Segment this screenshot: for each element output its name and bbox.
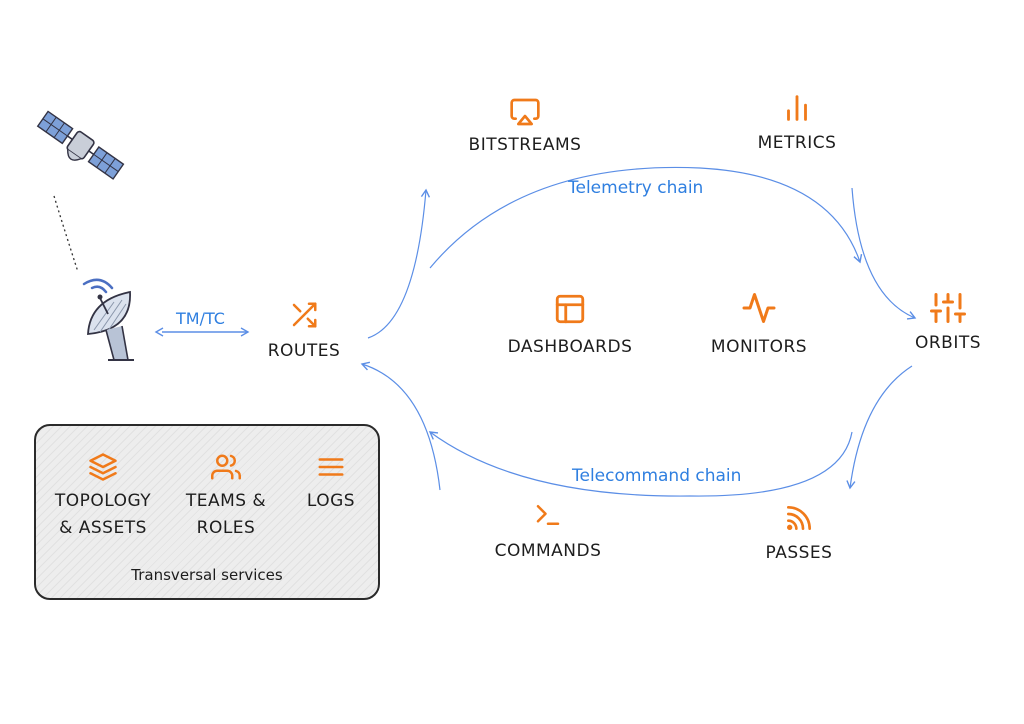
telecommand-chain-label: Telecommand chain xyxy=(572,466,742,486)
routes-label: ROUTES xyxy=(267,341,341,361)
topology-label-line1: TOPOLOGY xyxy=(54,491,152,511)
orbits-to-passes-arrow xyxy=(846,365,913,490)
teams-label-line2: ROLES xyxy=(196,518,256,538)
metrics-node[interactable]: METRICS xyxy=(744,90,850,157)
activity-icon xyxy=(742,293,776,323)
transversal-services-caption: Transversal services xyxy=(131,566,283,584)
dashboards-label: DASHBOARDS xyxy=(507,337,633,357)
dashboards-node[interactable]: DASHBOARDS xyxy=(494,292,646,361)
telemetry-chain-arc xyxy=(429,166,863,269)
ground-antenna-icon xyxy=(82,278,134,361)
teams-label-line1: TEAMS & xyxy=(185,491,267,511)
routes-to-telemetry-arrow xyxy=(367,188,431,339)
bitstreams-node[interactable]: BITSTREAMS xyxy=(452,96,598,159)
terminal-icon xyxy=(536,505,560,525)
topology-label-line2: & ASSETS xyxy=(59,518,147,538)
commands-node[interactable]: COMMANDS xyxy=(480,500,616,565)
signal-waves-icon xyxy=(787,506,811,530)
topology-assets-node[interactable]: TOPOLOGY & ASSETS xyxy=(46,452,160,542)
passes-label: PASSES xyxy=(765,543,833,563)
sliders-icon xyxy=(930,293,966,323)
airplay-icon xyxy=(510,98,540,126)
monitors-node[interactable]: MONITORS xyxy=(700,290,818,361)
layout-icon xyxy=(555,294,585,324)
bar-chart-icon xyxy=(787,95,807,121)
satellite-downlink-line xyxy=(53,195,79,273)
metrics-label: METRICS xyxy=(757,133,837,153)
tmtc-link-label: TM/TC xyxy=(176,309,225,328)
layers-icon xyxy=(89,453,117,481)
logs-label: LOGS xyxy=(306,491,356,511)
routes-node[interactable]: ROUTES xyxy=(256,300,352,365)
monitors-label: MONITORS xyxy=(710,337,808,357)
menu-lines-icon xyxy=(318,458,344,476)
orbits-label: ORBITS xyxy=(914,333,982,353)
shuffle-icon xyxy=(292,302,317,328)
users-icon xyxy=(211,454,241,480)
logs-node[interactable]: LOGS xyxy=(294,452,368,515)
metrics-to-orbits-arrow xyxy=(851,187,917,320)
transversal-services-panel: TOPOLOGY & ASSETS TEAMS & ROLES LOGS Tra… xyxy=(34,424,380,600)
commands-to-routes-arrow xyxy=(360,361,441,491)
orbits-node[interactable]: ORBITS xyxy=(902,290,994,357)
teams-roles-node[interactable]: TEAMS & ROLES xyxy=(174,452,278,542)
passes-node[interactable]: PASSES xyxy=(748,502,850,567)
bitstreams-label: BITSTREAMS xyxy=(468,135,582,155)
satellite-icon xyxy=(36,110,125,180)
telecommand-chain-arc xyxy=(428,431,853,497)
telemetry-chain-label: Telemetry chain xyxy=(568,178,704,198)
commands-label: COMMANDS xyxy=(494,541,602,561)
